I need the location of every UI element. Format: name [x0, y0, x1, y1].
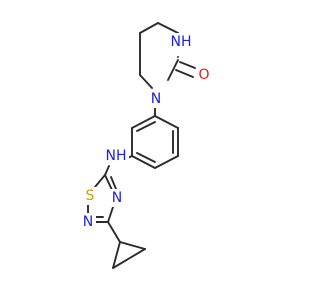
atom-label-layer: N NH O NH S N	[80, 33, 212, 231]
bond	[131, 115, 156, 129]
bond	[104, 174, 113, 191]
bond	[131, 155, 156, 169]
bond	[94, 174, 106, 188]
atom-label-text: S	[86, 188, 95, 204]
bond	[175, 69, 194, 78]
bond-layer	[87, 22, 196, 269]
atom-label-text: NH	[171, 34, 192, 50]
molecule-diagram: N NH O NH S N	[80, 22, 212, 269]
atom-label-text: N	[83, 214, 93, 230]
bond	[136, 152, 156, 163]
bond	[119, 241, 146, 250]
atom-o-carbonyl: O	[196, 66, 212, 84]
bond	[112, 248, 146, 269]
atom-n-urea-ring: N	[148, 90, 164, 108]
bond	[136, 121, 156, 132]
atom-label-text: N	[112, 190, 122, 206]
atom-nh-amine: NH	[103, 147, 129, 165]
atom-n-thiadiazole-4: N	[109, 189, 125, 207]
bond	[179, 61, 196, 69]
bond	[112, 241, 121, 269]
bond	[154, 155, 179, 169]
bond	[154, 115, 179, 129]
structure-canvas: N NH O NH S N	[80, 22, 212, 269]
atom-n-thiadiazole-2: N	[80, 213, 96, 231]
atom-s-thiadiazole: S	[82, 187, 98, 205]
bond	[139, 74, 153, 89]
atom-nh-urea: NH	[168, 33, 194, 51]
bond	[139, 22, 159, 34]
bond	[157, 22, 179, 34]
bond	[167, 59, 179, 81]
bond	[104, 165, 110, 176]
bond	[107, 221, 121, 243]
atom-label-text: NH	[106, 148, 127, 164]
bond	[110, 176, 117, 190]
atom-label-text: N	[151, 91, 161, 107]
atom-label-text: O	[198, 67, 209, 83]
bond	[107, 206, 114, 223]
